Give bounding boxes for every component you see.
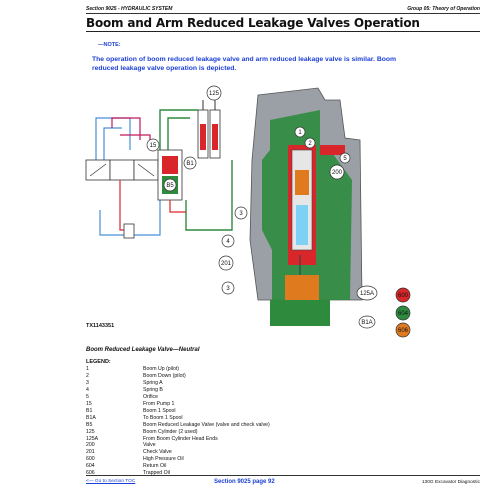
svg-text:200: 200 [332, 170, 343, 176]
valve-cross-section [249, 87, 363, 326]
page-title: Boom and Arm Reduced Leakage Valves Oper… [86, 16, 420, 30]
svg-text:2: 2 [308, 141, 312, 147]
pressure-lines [111, 117, 151, 150]
svg-text:125A: 125A [360, 291, 374, 297]
svg-text:125: 125 [209, 91, 220, 97]
svg-text:B5: B5 [166, 183, 174, 189]
check-valve-symbol [123, 223, 135, 239]
svg-text:3: 3 [239, 211, 243, 217]
svg-text:B1: B1 [186, 161, 194, 167]
group-header: Group 05: Theory of Operation [407, 6, 480, 12]
svg-text:3: 3 [226, 286, 230, 292]
svg-text:604: 604 [398, 311, 409, 317]
header-rule [86, 13, 480, 14]
svg-text:1: 1 [298, 130, 302, 136]
page-number: Section 9025 page 92 [214, 479, 275, 485]
go-to-section-toc-link[interactable]: <— Go to Section TOC [86, 479, 136, 484]
footer-rule [86, 475, 480, 476]
figure-id: TX1143351 [86, 323, 115, 329]
svg-text:B1A: B1A [361, 320, 372, 326]
callouts: 125 15 B1 B5 3 4 201 3 200 5 2 1 125A [146, 85, 411, 338]
title-rule [86, 31, 480, 32]
note-text: The operation of boom reduced leakage va… [92, 56, 397, 72]
return-lines [159, 109, 233, 231]
document-name: 130G Excavator Diagnostic [421, 480, 480, 485]
svg-text:606: 606 [398, 328, 409, 334]
boom-cylinders [197, 100, 221, 159]
figure-caption: Boom Reduced Leakage Valve—Neutral [86, 347, 200, 353]
svg-text:4: 4 [226, 239, 230, 245]
svg-text:600: 600 [398, 293, 409, 299]
legend-heading: LEGEND: [86, 359, 111, 365]
svg-text:5: 5 [343, 156, 347, 162]
section-header: Section 9025 - HYDRAULIC SYSTEM [86, 6, 173, 12]
svg-text:201: 201 [221, 261, 232, 267]
spool-valve-b1 [85, 149, 183, 201]
note-heading: —NOTE: [98, 42, 121, 48]
svg-text:15: 15 [150, 143, 157, 149]
